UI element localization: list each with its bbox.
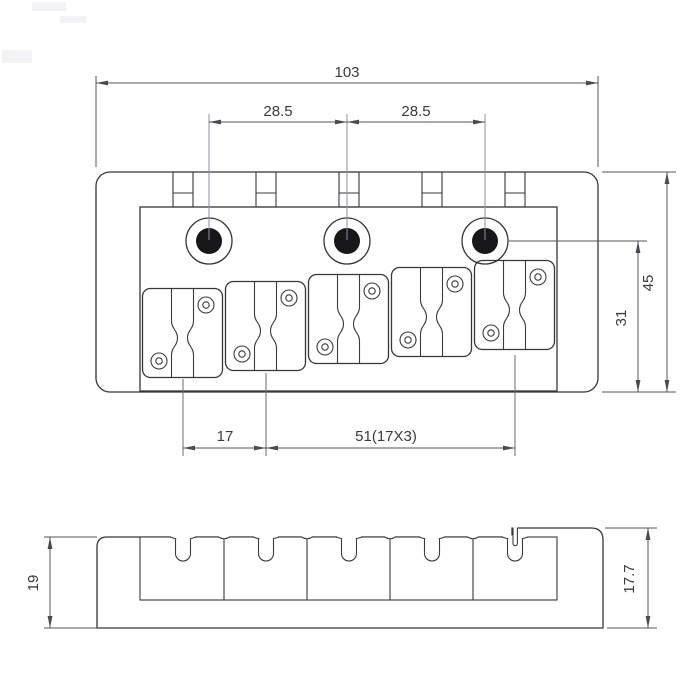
dimension-hole-spacing: 28.5 28.5 [209, 103, 485, 125]
dim-label-28-5-right: 28.5 [401, 103, 430, 120]
top-view: 103 28.5 28.5 45 [95, 64, 676, 456]
dimension-height-right: 17.7 [605, 527, 657, 629]
dimension-hole-offset: 31 [509, 240, 647, 392]
watermark [32, 2, 66, 11]
dim-label-28-5-left: 28.5 [263, 103, 292, 120]
divider-dip [217, 535, 231, 540]
dim-label-19: 19 [25, 575, 42, 592]
dimension-height-left: 19 [25, 536, 97, 629]
side-view: 19 17.7 [25, 527, 657, 629]
dimension-depth: 45 [602, 171, 676, 393]
dim-label-31: 31 [613, 310, 630, 327]
dim-label-103: 103 [334, 64, 359, 81]
dim-label-17-7: 17.7 [621, 564, 638, 593]
lip-string-slot [512, 527, 518, 547]
watermark [60, 16, 86, 23]
dim-label-17: 17 [217, 428, 234, 445]
divider-dip [466, 535, 480, 540]
dimension-saddle-pitch: 17 51(17X3) [182, 355, 516, 456]
dim-label-51: 51(17X3) [355, 428, 417, 445]
dim-label-45: 45 [640, 275, 657, 292]
dimension-overall-width: 103 [95, 64, 599, 167]
watermark [2, 50, 32, 63]
divider-dip [300, 535, 314, 540]
divider-dip [383, 535, 397, 540]
